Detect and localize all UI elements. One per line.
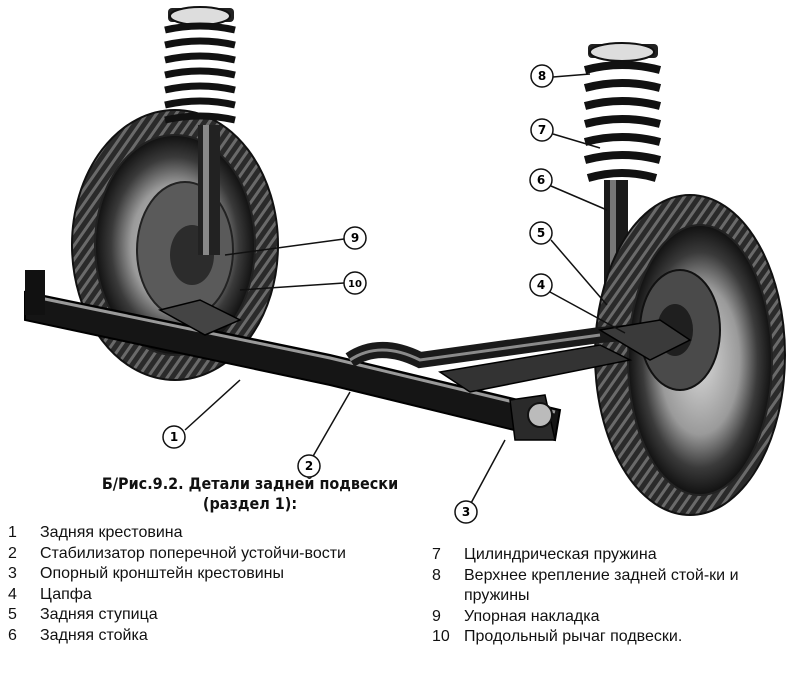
legend-item-text: Задняя крестовина	[40, 524, 183, 541]
legend-item: 3 Опорный кронштейн крестовины	[8, 564, 368, 585]
legend-item: 9 Упорная накладка	[432, 607, 792, 628]
legend-item: 1 Задняя крестовина	[8, 523, 368, 544]
callout-6-label: 6	[537, 173, 545, 187]
callout-5: 5	[529, 221, 553, 245]
legend-item-number: 2	[8, 544, 17, 562]
figure-caption: Б/Рис.9.2. Детали задней подвески (разде…	[60, 474, 440, 514]
legend-item-number: 8	[432, 566, 441, 584]
legend-item: 5 Задняя ступица	[8, 605, 368, 626]
callout-8-label: 8	[538, 69, 546, 83]
legend-item-text: Задняя стойка	[40, 626, 148, 644]
caption-title: Б/Рис.9.2. Детали задней подвески	[101, 474, 399, 493]
legend-item-number: 3	[8, 565, 17, 582]
legend-item-text: Опорный кронштейн крестовины	[40, 565, 284, 582]
callout-4-label: 4	[537, 278, 545, 292]
legend-item-text: Верхнее крепление задней стой-ки и пружи…	[464, 566, 739, 605]
callout-2-label: 2	[305, 459, 313, 473]
left-strut	[164, 6, 236, 255]
callout-10: 10	[343, 271, 367, 295]
legend-item-text: Цилиндрическая пружина	[464, 546, 657, 563]
legend-item-number: 6	[8, 626, 17, 644]
callout-5-label: 5	[537, 226, 545, 240]
caption-subtitle: (раздел 1):	[202, 494, 298, 513]
callout-2: 2	[297, 454, 321, 478]
callout-9-label: 9	[351, 231, 359, 245]
legend-right: 7 Цилиндрическая пружина 8 Верхнее креплен…	[432, 545, 792, 648]
legend-item-number: 9	[432, 607, 441, 625]
legend-item-text: Продольный рычаг подвески.	[464, 628, 683, 645]
legend-item-number: 7	[432, 546, 441, 563]
legend-item: 6 Задняя стойка	[8, 626, 368, 647]
callout-8: 8	[530, 64, 554, 88]
legend-item-number: 5	[8, 606, 17, 623]
callout-6: 6	[529, 168, 553, 192]
callout-7: 7	[530, 118, 554, 142]
legend-item-number: 10	[432, 628, 450, 645]
callout-7-label: 7	[538, 123, 546, 137]
legend-item-number: 1	[8, 524, 17, 541]
legend-item-text: Цапфа	[40, 585, 92, 603]
legend-item-text: Стабилизатор поперечной устойчи-вости	[40, 544, 346, 562]
rear-crossmember	[24, 270, 692, 442]
legend-item: 4 Цапфа	[8, 585, 368, 606]
legend-item-text: Задняя ступица	[40, 606, 158, 623]
legend-item-text: Упорная накладка	[464, 607, 600, 625]
callout-3-label: 3	[462, 505, 470, 519]
callout-9: 9	[343, 226, 367, 250]
callout-10-label: 10	[348, 279, 362, 290]
right-wheel	[594, 194, 786, 516]
callout-3: 3	[454, 500, 478, 524]
callout-1-label: 1	[170, 430, 178, 444]
legend-item: 7 Цилиндрическая пружина	[432, 545, 792, 566]
legend-item: 2 Стабилизатор поперечной устойчи-вости	[8, 544, 370, 565]
callout-4: 4	[529, 273, 553, 297]
legend-item-number: 4	[8, 585, 17, 603]
legend-left: 1 Задняя крестовина 2 Стабилизатор попереч…	[8, 523, 368, 646]
legend-item: 8 Верхнее крепление задней стой-ки и пруж…	[432, 566, 784, 607]
legend-item: 10 Продольный рычаг подвески.	[432, 627, 792, 648]
callout-1: 1	[162, 425, 186, 449]
leader-lines	[184, 73, 626, 506]
